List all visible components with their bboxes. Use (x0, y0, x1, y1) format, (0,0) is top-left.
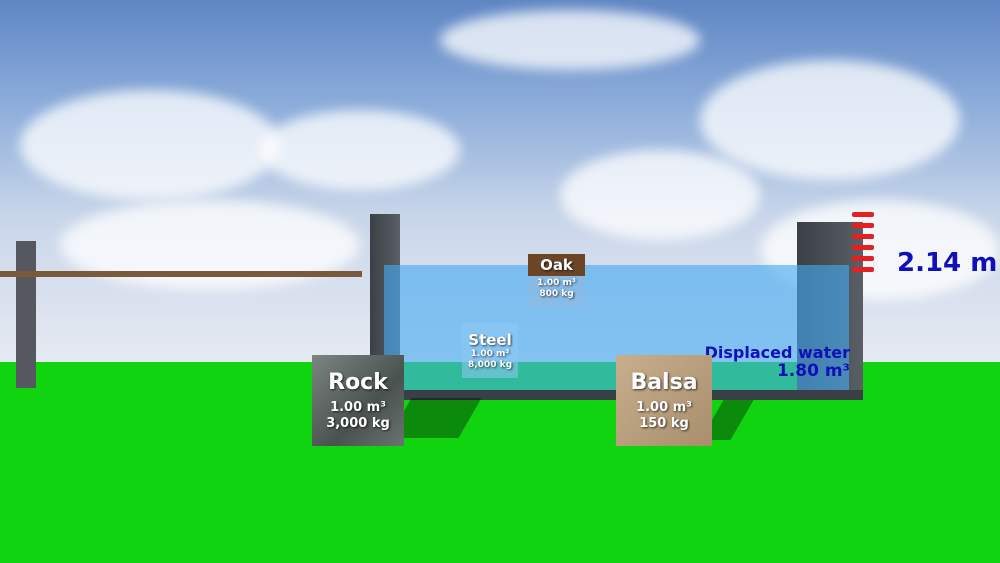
fence-post (16, 241, 36, 388)
displaced-water-title: Displaced water (704, 343, 850, 362)
block-volume: 1.00 m³ (537, 278, 576, 288)
gauge-tick (852, 267, 874, 272)
gauge-tick (852, 245, 874, 250)
cloud (20, 90, 280, 200)
gauge-tick (852, 212, 874, 217)
block-mass: 800 kg (539, 289, 574, 299)
gauge-tick (852, 223, 874, 228)
cloud (700, 60, 960, 180)
displaced-water-label: Displaced water 1.80 m³ (680, 343, 850, 381)
block-name: Steel (468, 330, 512, 349)
cloud (440, 10, 700, 70)
steel-block[interactable]: Steel 1.00 m³ 8,000 kg (462, 323, 518, 378)
displaced-water-value: 1.80 m³ (776, 361, 850, 381)
block-mass: 8,000 kg (467, 359, 513, 370)
gauge-tick (852, 256, 874, 261)
block-volume: 1.00 m³ (330, 399, 386, 415)
block-name: Oak (540, 256, 573, 274)
water-level-readout: 2.14 m (897, 248, 998, 278)
cloud (260, 110, 460, 190)
rock-block[interactable]: Rock 1.00 m³ 3,000 kg (312, 355, 404, 446)
cloud (560, 150, 760, 240)
block-name: Rock (328, 369, 388, 395)
fence-rail (0, 271, 362, 277)
block-mass: 150 kg (639, 415, 689, 431)
sky (0, 0, 1000, 362)
oak-block[interactable]: Oak 1.00 m³ 800 kg (528, 254, 585, 307)
block-mass: 3,000 kg (326, 415, 390, 431)
block-name: Balsa (630, 369, 698, 395)
gauge-tick (852, 234, 874, 239)
block-volume: 1.00 m³ (636, 399, 692, 415)
block-volume: 1.00 m³ (470, 348, 510, 359)
balsa-block[interactable]: Balsa 1.00 m³ 150 kg (616, 355, 712, 446)
